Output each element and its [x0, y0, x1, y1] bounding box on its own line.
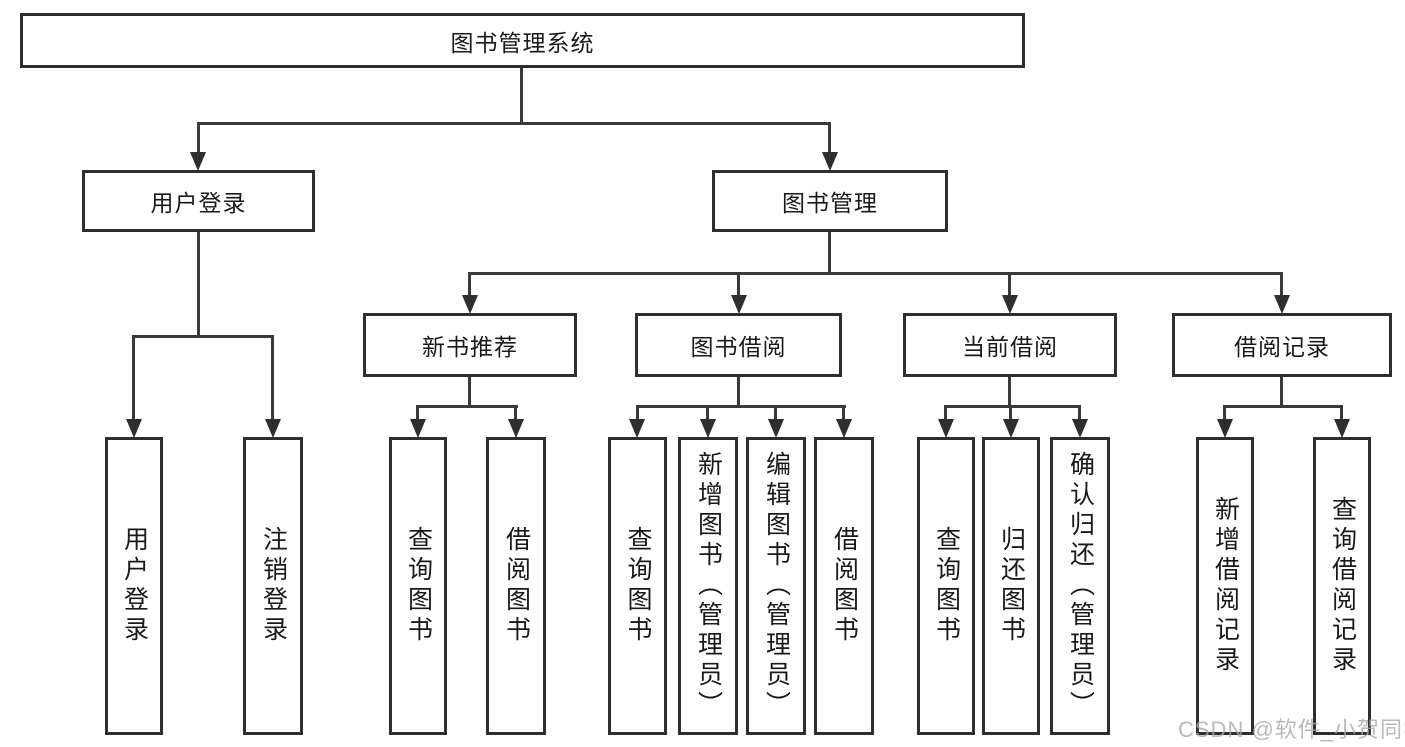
v-line — [828, 232, 831, 272]
leaf-edit-book-admin: 编辑图书（管理员） — [746, 437, 806, 735]
leaf-user-login: 用户登录 — [105, 437, 163, 735]
stem — [1008, 272, 1011, 295]
stem — [1223, 405, 1226, 419]
arrowhead-down — [508, 419, 524, 438]
arrowhead-down — [731, 295, 747, 314]
stem — [1280, 272, 1283, 295]
arrowhead-down — [1072, 419, 1088, 438]
arrowhead-down — [462, 295, 478, 314]
h-line — [132, 335, 274, 338]
leaf-query-books-borrowing: 查询图书 — [608, 437, 667, 735]
leaf-borrow-books-recommend: 借阅图书 — [486, 437, 546, 735]
node-borrowing-records: 借阅记录 — [1172, 313, 1392, 377]
arrowhead-down — [265, 419, 281, 438]
arrowhead-down — [1003, 419, 1019, 438]
node-current-borrowing: 当前借阅 — [903, 313, 1117, 377]
node-root-library-system: 图书管理系统 — [20, 13, 1025, 68]
v-line — [197, 232, 200, 335]
stem — [636, 405, 639, 419]
arrowhead-down — [938, 419, 954, 438]
stem — [828, 122, 831, 153]
leaf-return-books: 归还图书 — [982, 437, 1040, 735]
arrowhead-down — [629, 419, 645, 438]
stem — [774, 405, 777, 419]
stem — [706, 405, 709, 419]
arrowhead-down — [768, 419, 784, 438]
arrowhead-down — [1274, 295, 1290, 314]
h-line — [636, 405, 846, 408]
h-line — [197, 122, 831, 125]
node-book-borrowing: 图书借阅 — [635, 313, 842, 377]
arrowhead-down — [1217, 419, 1233, 438]
stem — [1009, 405, 1012, 419]
stem — [1340, 405, 1343, 419]
v-line — [737, 377, 740, 405]
arrowhead-down — [1002, 295, 1018, 314]
h-line — [944, 405, 1081, 408]
h-line — [468, 272, 1283, 275]
v-line — [468, 377, 471, 405]
stem — [197, 122, 200, 153]
arrowhead-down — [190, 152, 206, 171]
leaf-borrow-books-borrowing: 借阅图书 — [814, 437, 874, 735]
stem — [271, 335, 274, 419]
csdn-watermark: CSDN @软件_小贺同学 — [1178, 717, 1405, 742]
leaf-logout: 注销登录 — [243, 437, 303, 735]
leaf-query-books-recommend: 查询图书 — [389, 437, 447, 735]
arrowhead-down — [700, 419, 716, 438]
leaf-query-books-current: 查询图书 — [917, 437, 975, 735]
leaf-query-borrow-record: 查询借阅记录 — [1313, 437, 1371, 735]
stem — [514, 405, 517, 419]
stem — [468, 272, 471, 295]
v-line — [1280, 377, 1283, 405]
h-line — [416, 405, 518, 408]
v-line — [1008, 377, 1011, 405]
arrowhead-down — [822, 152, 838, 171]
arrowhead-down — [126, 419, 142, 438]
v-line — [520, 68, 523, 122]
arrowhead-down — [1334, 419, 1350, 438]
node-book-management: 图书管理 — [712, 170, 948, 232]
leaf-add-book-admin: 新增图书（管理员） — [678, 437, 738, 735]
arrowhead-down — [836, 419, 852, 438]
stem — [737, 272, 740, 295]
arrowhead-down — [410, 419, 426, 438]
node-new-book-recommendation: 新书推荐 — [363, 313, 577, 377]
stem — [1078, 405, 1081, 419]
stem — [842, 405, 845, 419]
leaf-confirm-return-admin: 确认归还（管理员） — [1050, 437, 1110, 735]
leaf-add-borrow-record: 新增借阅记录 — [1196, 437, 1254, 735]
stem — [944, 405, 947, 419]
h-line — [1223, 405, 1343, 408]
stem — [416, 405, 419, 419]
node-user-login: 用户登录 — [82, 170, 315, 232]
stem — [132, 335, 135, 419]
